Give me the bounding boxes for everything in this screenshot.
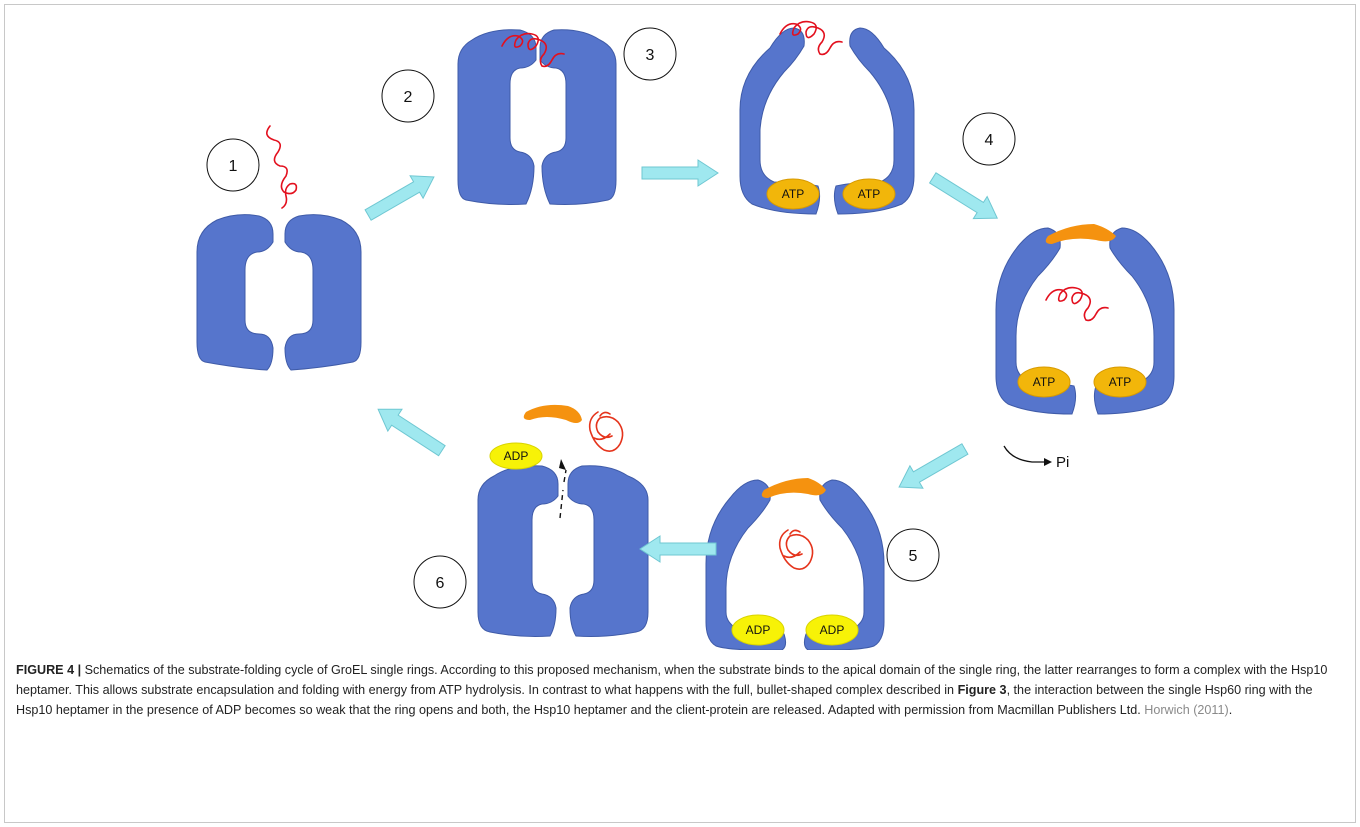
complex-6: ADP xyxy=(478,405,648,637)
atp-label: ATP xyxy=(1109,375,1131,389)
complex-4: ATP ATP xyxy=(996,224,1174,414)
flow-arrow-2-3 xyxy=(642,160,718,186)
figure-label: FIGURE 4 | xyxy=(16,663,81,677)
ring-half-right xyxy=(285,215,361,370)
pi-arrow xyxy=(1004,446,1044,462)
pi-label: Pi xyxy=(1056,454,1069,471)
flow-arrow-1-2 xyxy=(362,166,441,227)
substrate-unfolded xyxy=(267,126,297,208)
caption-end: . xyxy=(1229,703,1233,717)
release-arrow-shaft xyxy=(560,470,566,518)
substrate-encapsulated xyxy=(1046,288,1108,321)
flow-arrow-6-1 xyxy=(371,398,449,461)
flow-arrow-4-5 xyxy=(893,438,972,499)
adp-label: ADP xyxy=(820,623,845,637)
flow-arrow-3-4 xyxy=(926,167,1004,229)
hsp10-lid-released xyxy=(524,405,582,423)
flow-arrow-5-6 xyxy=(640,536,716,562)
release-arrow-head xyxy=(559,459,566,470)
atp-label: ATP xyxy=(782,187,804,201)
citation-link[interactable]: Horwich (2011) xyxy=(1144,703,1228,717)
atp-label: ATP xyxy=(1033,375,1055,389)
ring-half-left xyxy=(197,215,273,370)
figure-reference-link[interactable]: Figure 3 xyxy=(958,683,1007,697)
complex-3: ATP ATP xyxy=(740,22,914,214)
figure-caption: FIGURE 4 | Schematics of the substrate-f… xyxy=(16,660,1346,720)
adp-label: ADP xyxy=(746,623,771,637)
substrate-released xyxy=(590,412,623,451)
pi-release: Pi xyxy=(1004,446,1069,471)
ring-half-left xyxy=(458,30,536,205)
adp-label: ADP xyxy=(504,449,529,463)
step-number-6: 6 xyxy=(436,575,445,592)
step-number-4: 4 xyxy=(985,132,994,149)
complex-2 xyxy=(458,30,616,205)
step-number-5: 5 xyxy=(909,548,918,565)
ring-half-right xyxy=(568,466,648,637)
step-number-2: 2 xyxy=(404,89,413,106)
substrate-folded xyxy=(780,530,813,569)
step-number-1: 1 xyxy=(229,158,238,175)
ring-half-right xyxy=(540,30,616,205)
groel-cycle-diagram: ATP ATP ATP ATP ADP ADP ADP xyxy=(0,0,1360,650)
step-number-3: 3 xyxy=(646,47,655,64)
ring-half-left xyxy=(478,466,558,637)
hsp10-lid xyxy=(1046,224,1116,244)
pi-arrow-head xyxy=(1044,458,1052,466)
complex-5: ADP ADP xyxy=(706,478,884,650)
atp-label: ATP xyxy=(858,187,880,201)
hsp10-lid xyxy=(762,478,826,498)
